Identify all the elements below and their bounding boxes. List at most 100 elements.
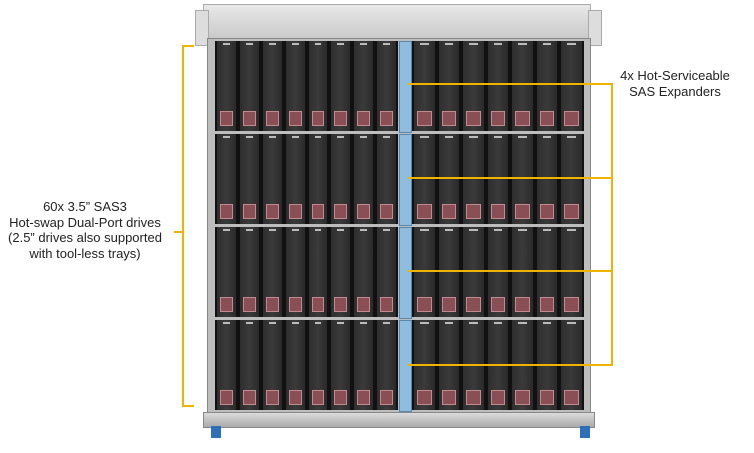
drive-bay[interactable] [559, 41, 584, 131]
drive-latch[interactable] [265, 390, 279, 405]
drive-bay[interactable] [329, 227, 353, 317]
drive-bay[interactable] [375, 227, 398, 317]
drive-bay[interactable] [215, 320, 238, 410]
drive-latch[interactable] [242, 390, 256, 405]
drive-latch[interactable] [490, 390, 506, 405]
drive-bay[interactable] [352, 320, 376, 410]
drive-bay[interactable] [260, 41, 284, 131]
drive-latch[interactable] [242, 111, 256, 126]
drive-bay[interactable] [412, 41, 437, 131]
drive-bay[interactable] [534, 227, 560, 317]
drive-latch[interactable] [288, 111, 302, 126]
drive-latch[interactable] [441, 111, 457, 126]
drive-latch[interactable] [380, 297, 393, 312]
drive-latch[interactable] [265, 111, 279, 126]
drive-bay[interactable] [485, 227, 511, 317]
drive-latch[interactable] [564, 111, 579, 126]
drive-bay[interactable] [485, 41, 511, 131]
drive-bay[interactable] [283, 227, 307, 317]
drive-latch[interactable] [242, 297, 256, 312]
drive-latch[interactable] [466, 204, 481, 219]
drive-latch[interactable] [311, 297, 325, 312]
drive-latch[interactable] [417, 204, 432, 219]
drive-bay[interactable] [412, 134, 437, 224]
drive-latch[interactable] [417, 111, 432, 126]
drive-latch[interactable] [441, 390, 457, 405]
drive-bay[interactable] [306, 227, 330, 317]
drive-bay[interactable] [215, 227, 238, 317]
drive-latch[interactable] [357, 111, 371, 126]
drive-latch[interactable] [490, 204, 506, 219]
drive-latch[interactable] [220, 297, 233, 312]
sas-expander[interactable] [399, 41, 412, 133]
drive-bay[interactable] [283, 134, 307, 224]
drive-bay[interactable] [436, 134, 462, 224]
drive-bay[interactable] [306, 320, 330, 410]
left-release-handle[interactable] [211, 426, 221, 438]
drive-latch[interactable] [466, 111, 481, 126]
drive-latch[interactable] [466, 297, 481, 312]
drive-latch[interactable] [220, 204, 233, 219]
drive-latch[interactable] [539, 297, 555, 312]
drive-bay[interactable] [260, 320, 284, 410]
drive-latch[interactable] [490, 111, 506, 126]
drive-bay[interactable] [436, 41, 462, 131]
drive-bay[interactable] [237, 134, 261, 224]
drive-bay[interactable] [283, 320, 307, 410]
drive-bay[interactable] [237, 227, 261, 317]
drive-latch[interactable] [417, 390, 432, 405]
sas-expander[interactable] [399, 227, 412, 319]
drive-latch[interactable] [288, 390, 302, 405]
drive-latch[interactable] [288, 297, 302, 312]
drive-bay[interactable] [461, 134, 486, 224]
drive-latch[interactable] [242, 204, 256, 219]
drive-bay[interactable] [534, 41, 560, 131]
drive-bay[interactable] [510, 134, 535, 224]
drive-latch[interactable] [334, 204, 348, 219]
drive-latch[interactable] [564, 204, 579, 219]
drive-bay[interactable] [260, 227, 284, 317]
drive-latch[interactable] [564, 390, 579, 405]
drive-latch[interactable] [490, 297, 506, 312]
drive-bay[interactable] [329, 41, 353, 131]
drive-bay[interactable] [510, 41, 535, 131]
drive-latch[interactable] [539, 204, 555, 219]
drive-latch[interactable] [288, 204, 302, 219]
drive-latch[interactable] [380, 204, 393, 219]
drive-bay[interactable] [352, 227, 376, 317]
drive-latch[interactable] [311, 111, 325, 126]
drive-bay[interactable] [260, 134, 284, 224]
drive-bay[interactable] [329, 320, 353, 410]
drive-latch[interactable] [220, 390, 233, 405]
right-release-handle[interactable] [580, 426, 590, 438]
drive-latch[interactable] [441, 297, 457, 312]
drive-latch[interactable] [334, 111, 348, 126]
drive-bay[interactable] [559, 227, 584, 317]
drive-latch[interactable] [357, 297, 371, 312]
drive-latch[interactable] [334, 297, 348, 312]
drive-latch[interactable] [441, 204, 457, 219]
drive-latch[interactable] [515, 111, 530, 126]
drive-latch[interactable] [417, 297, 432, 312]
drive-bay[interactable] [306, 41, 330, 131]
drive-bay[interactable] [461, 41, 486, 131]
drive-latch[interactable] [515, 390, 530, 405]
drive-bay[interactable] [237, 320, 261, 410]
drive-latch[interactable] [311, 204, 325, 219]
sas-expander[interactable] [399, 134, 412, 226]
drive-bay[interactable] [215, 41, 238, 131]
drive-latch[interactable] [380, 390, 393, 405]
drive-bay[interactable] [510, 227, 535, 317]
drive-bay[interactable] [306, 134, 330, 224]
drive-latch[interactable] [265, 204, 279, 219]
drive-latch[interactable] [515, 204, 530, 219]
drive-bay[interactable] [352, 134, 376, 224]
drive-latch[interactable] [539, 111, 555, 126]
drive-bay[interactable] [375, 134, 398, 224]
drive-bay[interactable] [352, 41, 376, 131]
drive-bay[interactable] [283, 41, 307, 131]
drive-bay[interactable] [237, 41, 261, 131]
drive-latch[interactable] [466, 390, 481, 405]
drive-latch[interactable] [357, 204, 371, 219]
drive-bay[interactable] [375, 320, 398, 410]
